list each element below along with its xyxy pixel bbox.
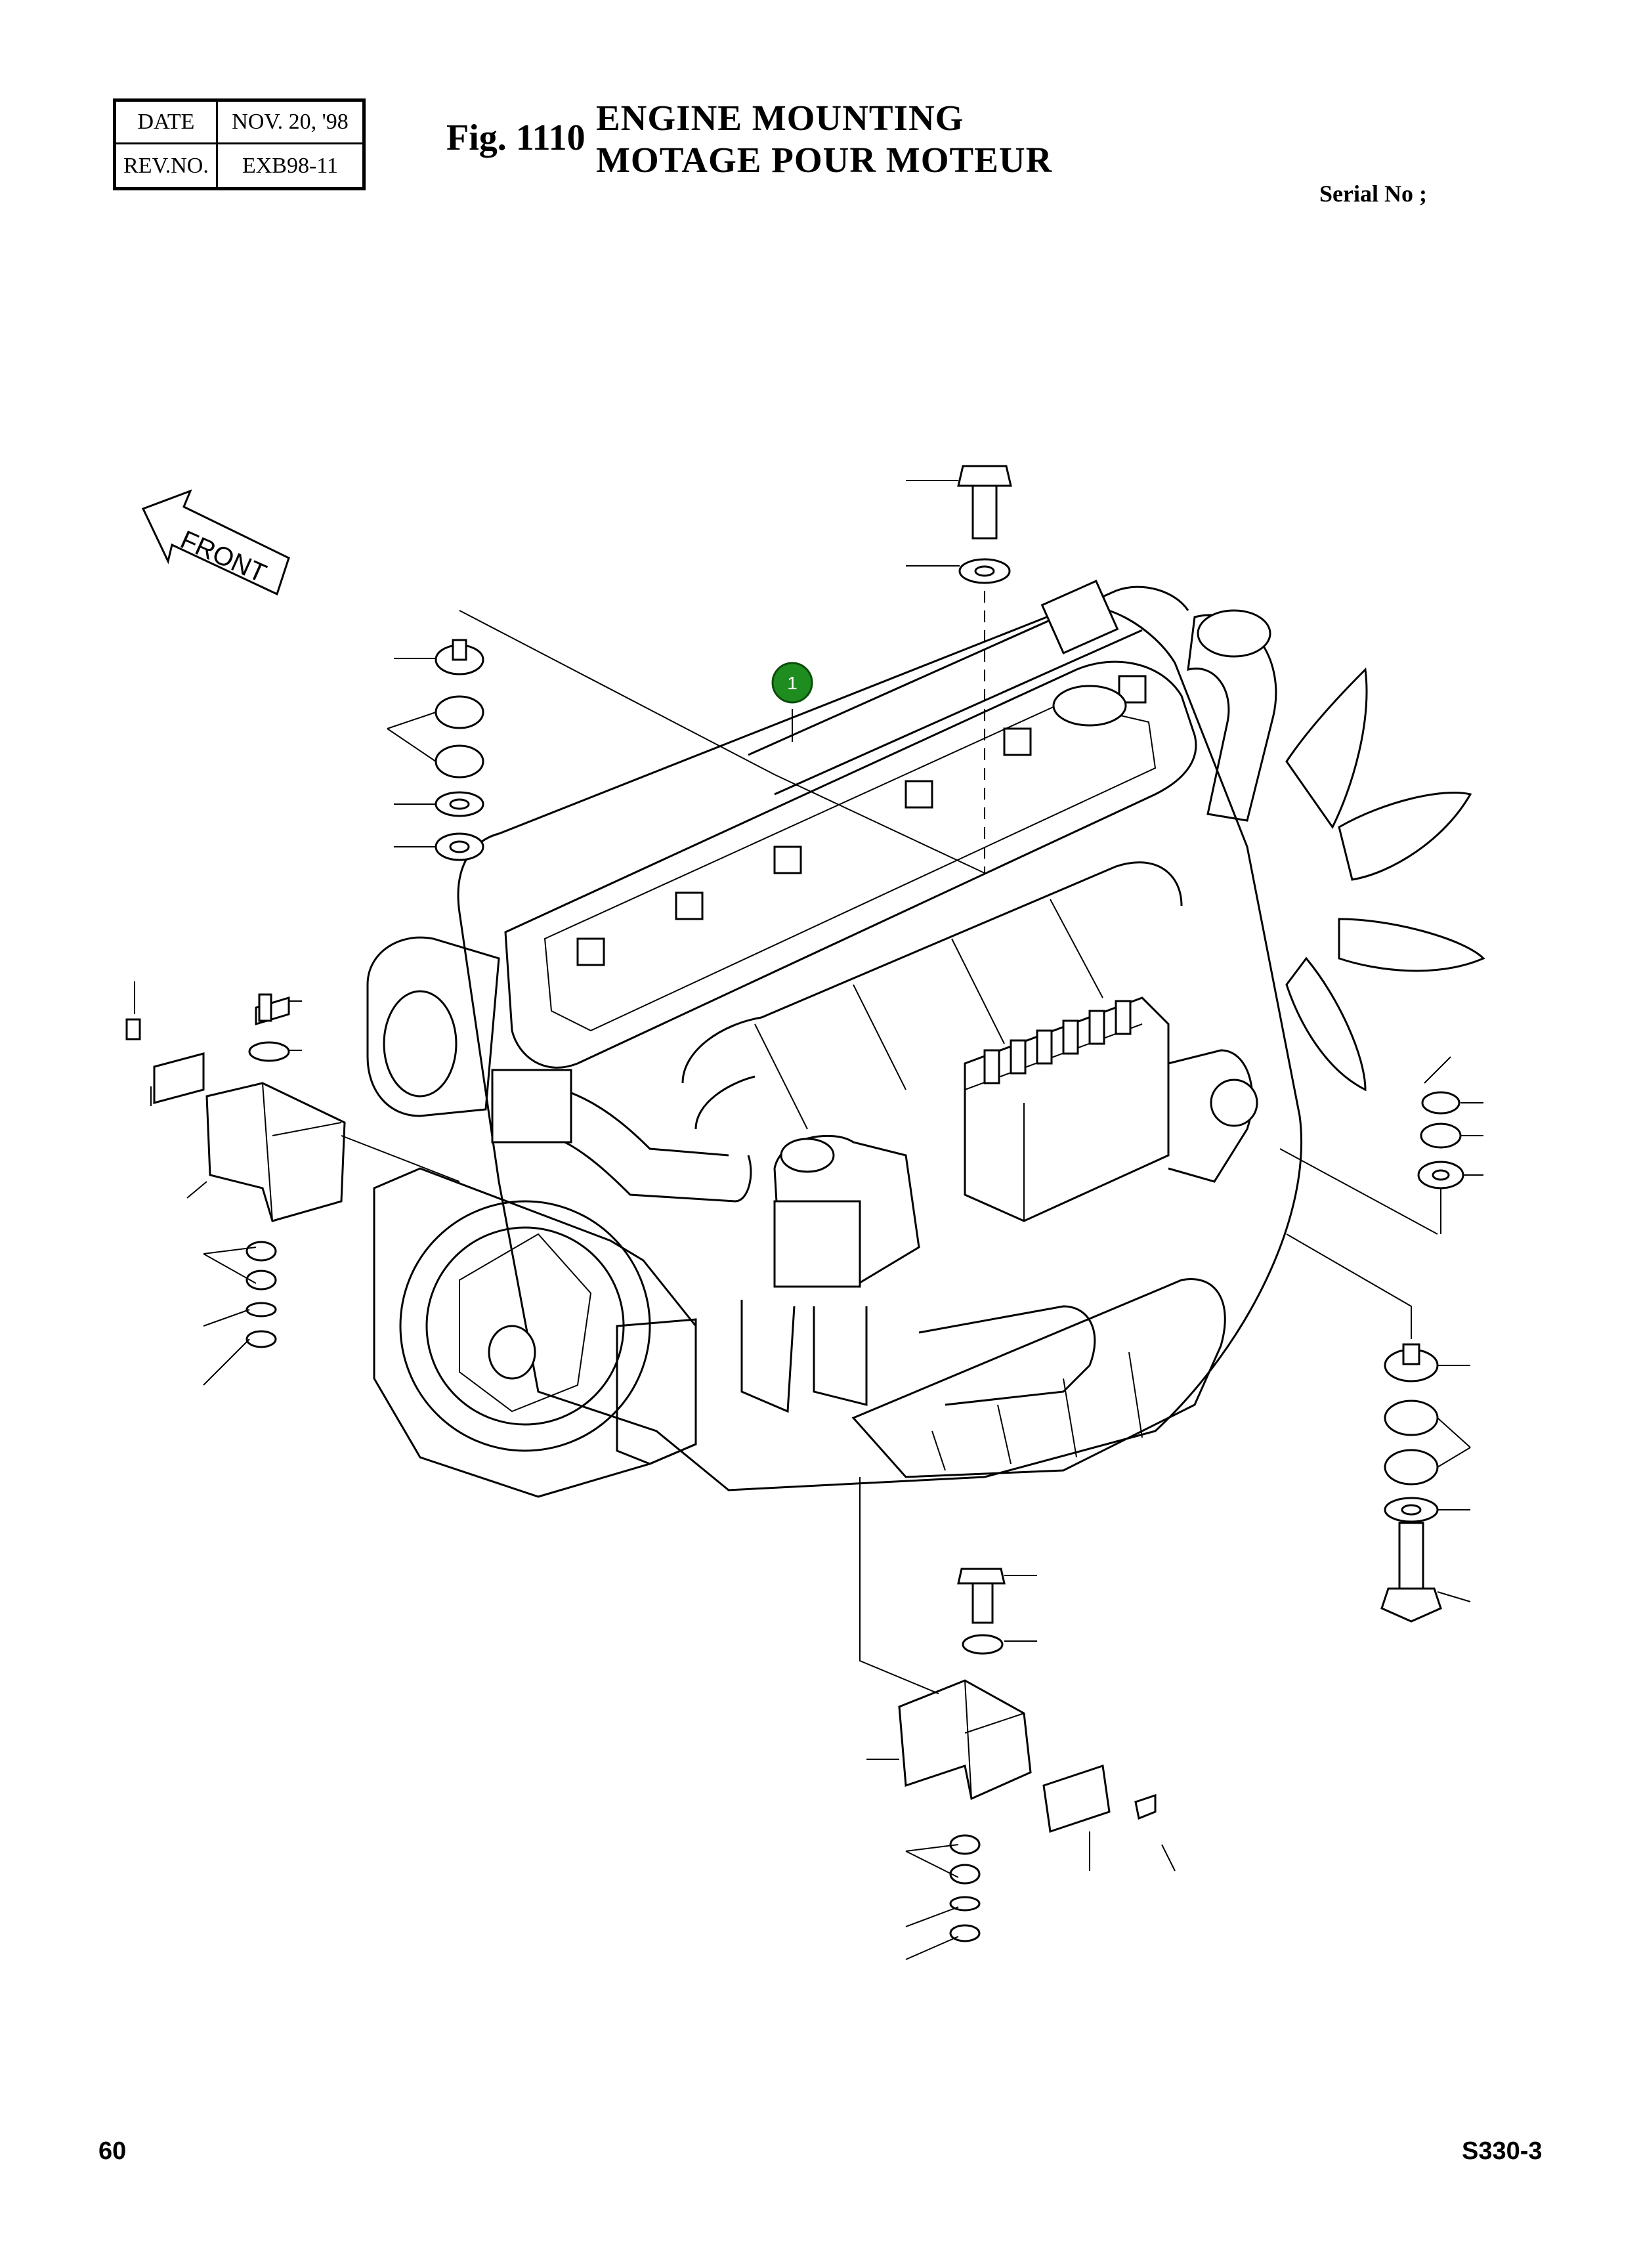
callout-1-number: 1 [787, 673, 798, 693]
front-arrow: FRONT [141, 489, 290, 596]
rear-right-mount-stack [1286, 1233, 1471, 1623]
right-side-hardware [1279, 1056, 1483, 1235]
title-english: ENGINE MOUNTING [596, 98, 964, 138]
oil-filler-cap [1052, 685, 1127, 727]
title-french: MOTAGE POUR MOTEUR [596, 140, 1053, 180]
date-value: NOV. 20, '98 [218, 102, 362, 144]
cooling-fan [1285, 667, 1485, 1092]
rev-label: REV.NO. [116, 144, 218, 187]
fuel-filter [740, 1134, 920, 1413]
top-mount-bolt [906, 465, 1012, 873]
serial-label: Serial No ; [1319, 181, 1427, 207]
injection-pump [964, 996, 1258, 1222]
callout-1[interactable]: 1 [771, 662, 813, 742]
flywheel-housing [373, 1167, 697, 1498]
callout-1-marker[interactable] [771, 662, 813, 704]
revision-table: DATE NOV. 20, '98 REV.NO. EXB98-11 [113, 98, 366, 190]
valve-cover-studs [576, 675, 1147, 966]
date-label: DATE [116, 102, 218, 144]
figure-number: Fig. 1110 [446, 118, 586, 158]
front-left-bracket [125, 981, 460, 1386]
rev-value: EXB98-11 [242, 153, 339, 178]
model-code: S330-3 [1462, 2137, 1543, 2165]
front-left-mount-stack [387, 610, 985, 874]
front-label: FRONT [176, 525, 270, 588]
oil-pan [851, 1278, 1226, 1478]
engine-block [366, 580, 1303, 1491]
page-number: 60 [98, 2137, 127, 2165]
rear-center-bracket [859, 1477, 1176, 1960]
